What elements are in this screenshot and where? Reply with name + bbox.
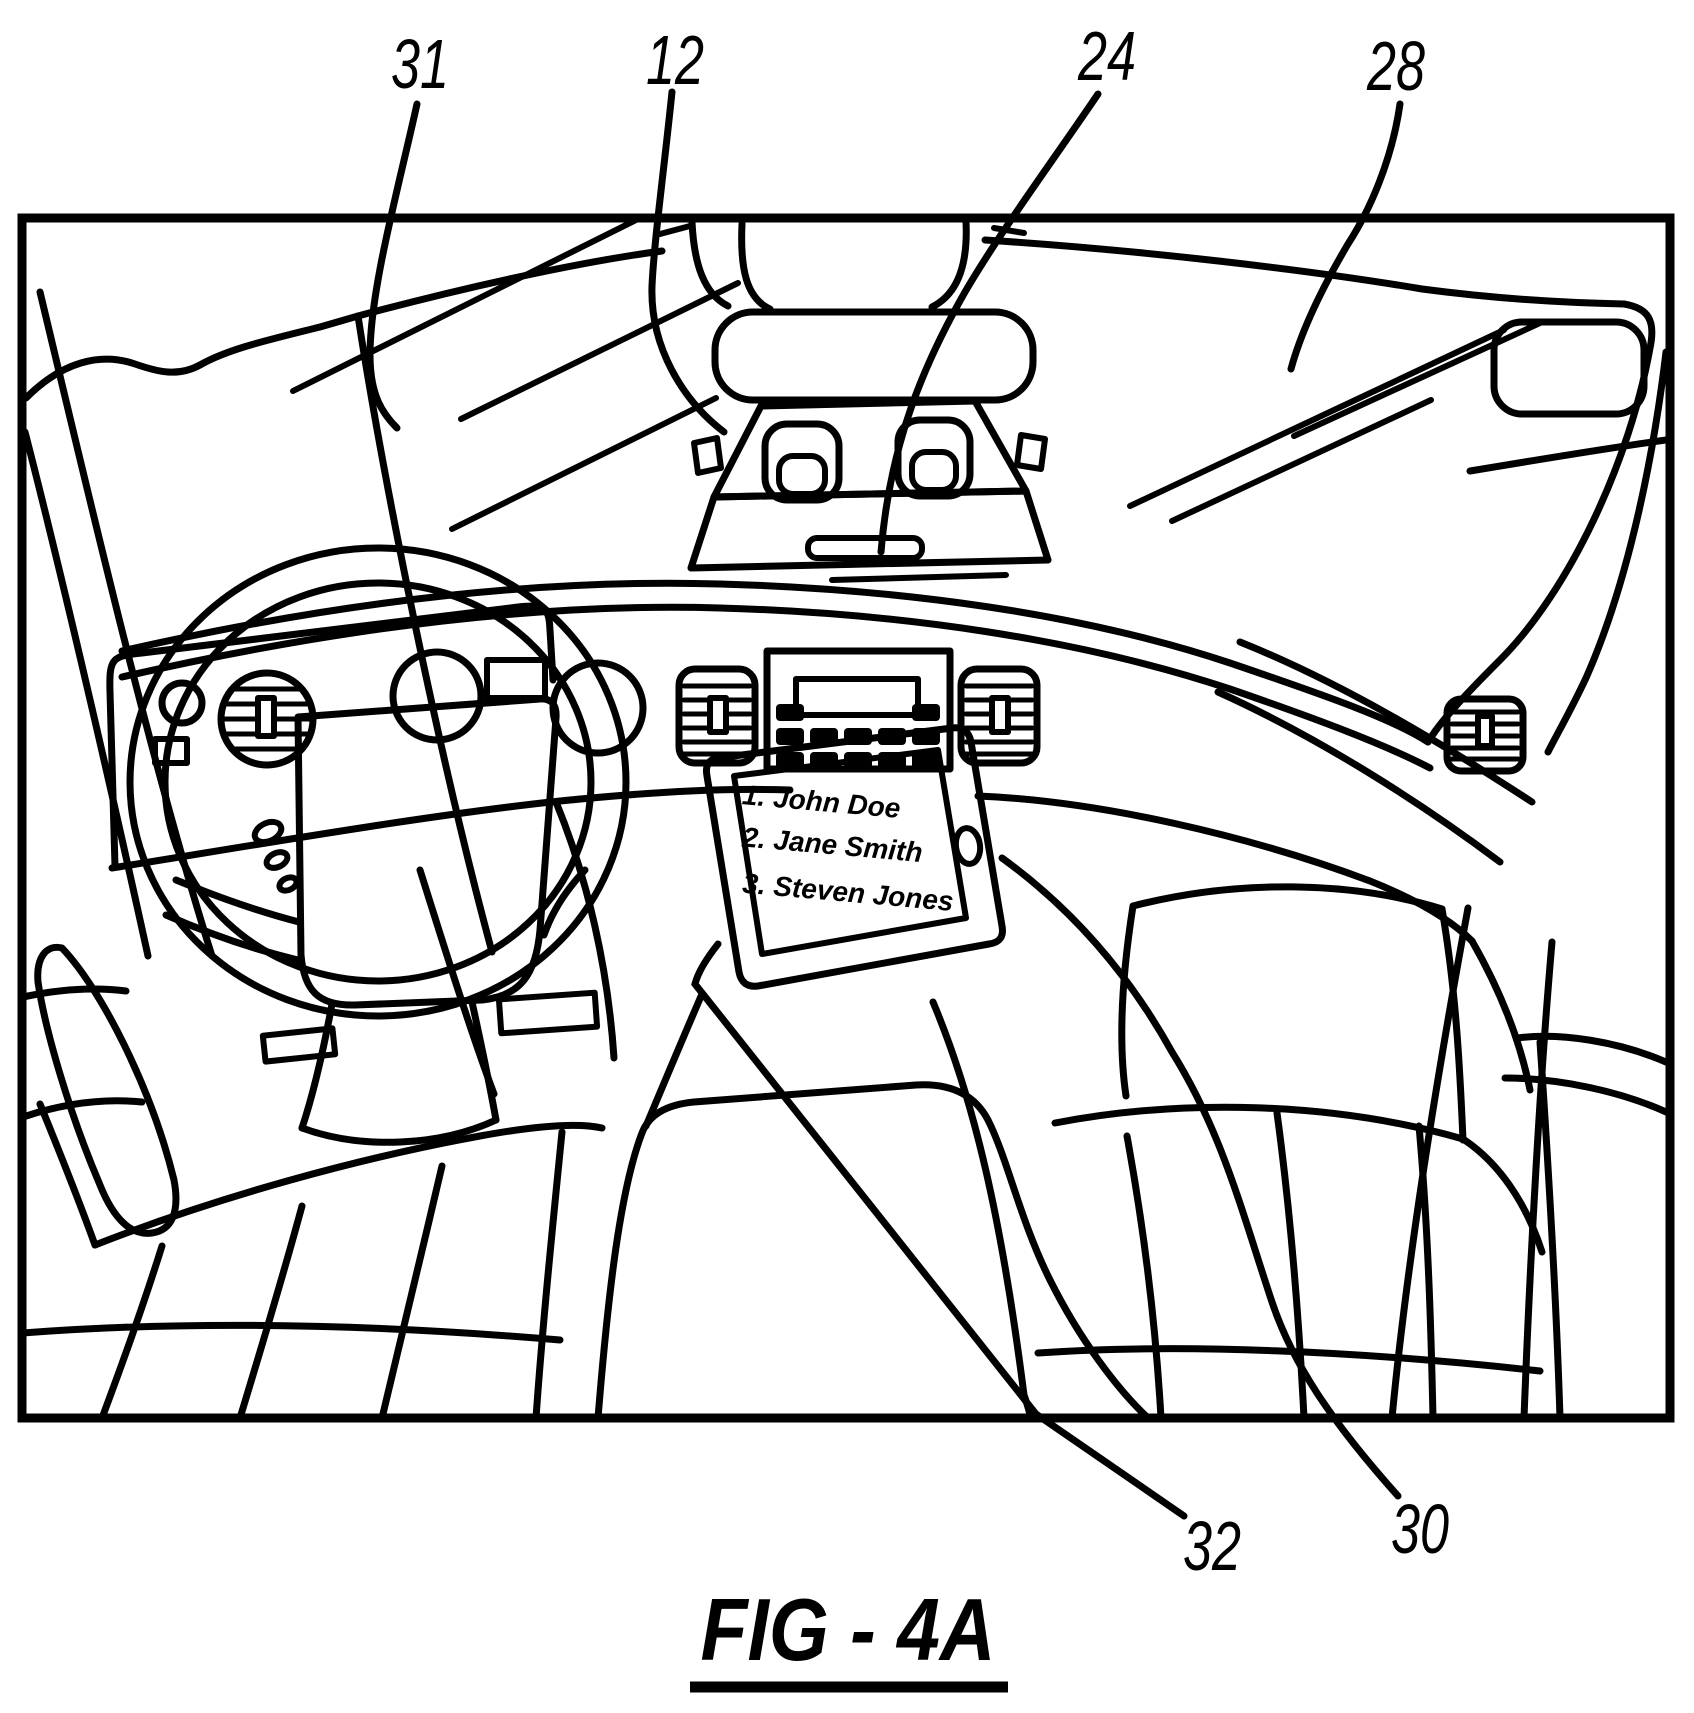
camera-lens-left	[761, 420, 843, 504]
ref-label-24: 24	[1077, 17, 1136, 95]
door-air-vent	[1443, 695, 1527, 775]
center-console	[594, 1081, 1149, 1414]
instrument-cluster-panel	[106, 602, 557, 870]
steering-hub	[294, 695, 560, 1009]
windshield-glare-left	[290, 222, 741, 532]
windshield-glare-right	[1127, 320, 1543, 524]
leader-line-28	[1287, 100, 1404, 373]
steering-wheel	[126, 544, 630, 1146]
ref-label-32: 32	[1183, 1507, 1241, 1585]
leader-line-31	[366, 100, 421, 432]
leader-line-32	[691, 940, 1188, 1520]
door-window-switch-panel	[1490, 318, 1648, 418]
leader-line-12	[648, 88, 728, 436]
tablet-body	[703, 724, 1006, 990]
radio-display	[793, 676, 921, 718]
figure-caption: FIG - 4A	[701, 1580, 996, 1679]
home-button-icon	[952, 825, 984, 867]
car-interior-drawing	[26, 222, 1666, 1414]
ref-label-31: 31	[391, 25, 449, 103]
dashboard	[106, 318, 1666, 1414]
passenger-seat	[1129, 883, 1446, 913]
leader-line-30	[998, 854, 1402, 1500]
mirror-mount	[738, 222, 774, 313]
leader-line-24	[877, 90, 1102, 556]
reference-numerals: 31 12 24 28 30 32	[391, 17, 1449, 1585]
ref-label-30: 30	[1391, 1490, 1449, 1568]
leader-lines	[366, 88, 1404, 1520]
driver-seat	[91, 1121, 606, 1249]
ref-label-28: 28	[1366, 27, 1425, 105]
tablet-screen	[731, 747, 969, 957]
mirror-camera-assembly	[657, 222, 1052, 583]
ref-label-12: 12	[646, 21, 704, 99]
camera-slot	[805, 535, 925, 561]
tablet-device	[703, 724, 1006, 990]
left-air-vent	[675, 665, 759, 767]
right-air-vent	[957, 665, 1041, 767]
steering-column	[298, 1000, 336, 1132]
